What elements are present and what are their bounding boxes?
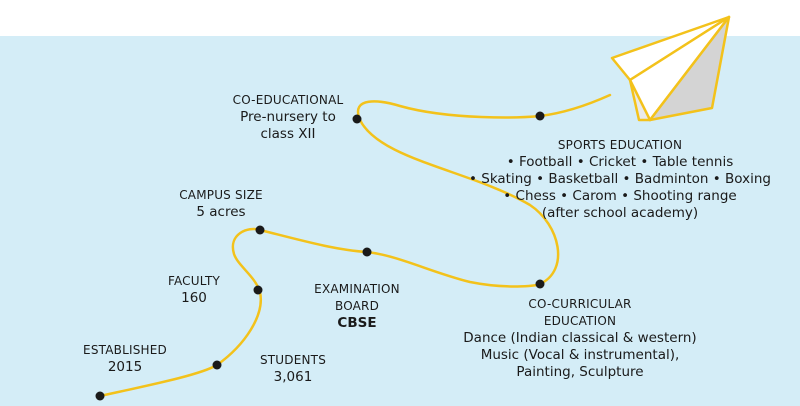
dot-examination (362, 247, 372, 257)
examination-title1: EXAMINATION (314, 282, 400, 296)
dot-faculty (253, 285, 263, 295)
label-students: STUDENTS 3,061 (248, 352, 338, 386)
label-sports: SPORTS EDUCATION • Football • Cricket • … (460, 137, 780, 222)
examination-value: CBSE (337, 315, 377, 331)
paper-plane-icon (610, 15, 731, 122)
cocurricular-title2: EDUCATION (543, 314, 617, 328)
dot-coeducational (352, 114, 362, 124)
cocurricular-line2: Music (Vocal & instrumental), (480, 347, 680, 363)
label-cocurricular: CO-CURRICULAR EDUCATION Dance (Indian cl… (460, 296, 700, 381)
coeducational-title: CO-EDUCATIONAL (232, 93, 344, 107)
coeducational-line1: Pre-nursery to (240, 109, 336, 125)
label-coeducational: CO-EDUCATIONAL Pre-nursery to class XII (226, 92, 350, 143)
label-campus: CAMPUS SIZE 5 acres (166, 187, 276, 221)
label-established: ESTABLISHED 2015 (70, 342, 180, 376)
dot-sports (535, 111, 545, 121)
sports-title: SPORTS EDUCATION (557, 138, 683, 152)
established-title: ESTABLISHED (83, 343, 167, 357)
examination-title2: BOARD (334, 299, 380, 313)
faculty-title: FACULTY (167, 274, 221, 288)
sports-line3: • Chess • Carom • Shooting range (503, 188, 737, 204)
dot-cocurricular (535, 279, 545, 289)
cocurricular-title1: CO-CURRICULAR (528, 297, 632, 311)
sports-line2: • Skating • Basketball • Badminton • Box… (469, 171, 771, 187)
label-examination: EXAMINATION BOARD CBSE (302, 281, 412, 332)
cocurricular-line3: Painting, Sculpture (516, 364, 644, 380)
cocurricular-line1: Dance (Indian classical & western) (463, 330, 697, 346)
dot-campus (255, 225, 265, 235)
students-title: STUDENTS (259, 353, 327, 367)
milestone-dots (95, 111, 545, 401)
label-faculty: FACULTY 160 (154, 273, 234, 307)
sports-line4: (after school academy) (541, 205, 699, 221)
campus-value: 5 acres (196, 204, 246, 220)
faculty-value: 160 (181, 290, 207, 306)
established-value: 2015 (107, 359, 143, 375)
sports-line1: • Football • Cricket • Table tennis (506, 154, 734, 170)
dot-established (95, 391, 105, 401)
dot-students (212, 360, 222, 370)
coeducational-line2: class XII (260, 126, 316, 142)
campus-title: CAMPUS SIZE (179, 188, 263, 202)
students-value: 3,061 (273, 369, 313, 385)
